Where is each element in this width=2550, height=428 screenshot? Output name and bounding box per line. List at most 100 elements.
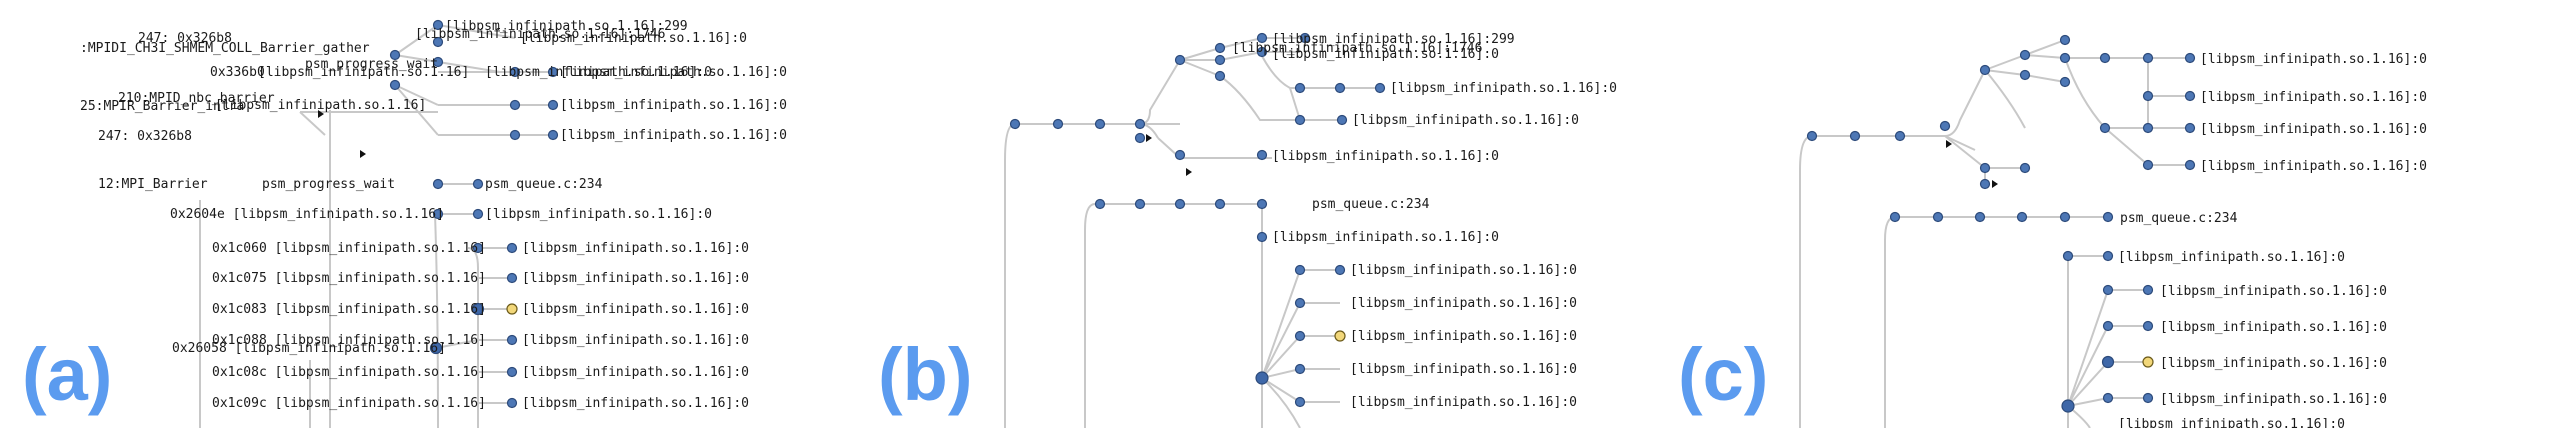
node[interactable] [1094, 118, 1106, 130]
node[interactable] [2019, 69, 2031, 81]
node[interactable] [506, 334, 518, 346]
node[interactable] [506, 242, 518, 254]
node[interactable] [471, 302, 485, 316]
node[interactable] [1256, 149, 1268, 161]
node[interactable] [1294, 330, 1306, 342]
collapse-triangle-icon[interactable] [1146, 134, 1152, 142]
node[interactable] [1294, 297, 1306, 309]
node[interactable] [1806, 130, 1818, 142]
node[interactable] [389, 79, 401, 91]
node[interactable] [1294, 396, 1306, 408]
highlighted-node[interactable] [506, 303, 518, 315]
node[interactable] [2142, 52, 2154, 64]
node[interactable] [2062, 250, 2074, 262]
node[interactable] [432, 208, 444, 220]
node[interactable] [1334, 264, 1346, 276]
node[interactable] [547, 66, 559, 78]
highlighted-node[interactable] [2142, 356, 2154, 368]
collapse-triangle-icon[interactable] [318, 110, 324, 118]
node[interactable] [1849, 130, 1861, 142]
node[interactable] [1256, 32, 1268, 44]
node[interactable] [1294, 264, 1306, 276]
collapse-triangle-icon[interactable] [1992, 180, 1998, 188]
node[interactable] [2102, 392, 2114, 404]
node[interactable] [1214, 54, 1226, 66]
node[interactable] [1214, 70, 1226, 82]
node[interactable] [2142, 159, 2154, 171]
node[interactable] [2142, 320, 2154, 332]
collapse-triangle-icon[interactable] [1186, 168, 1192, 176]
node[interactable] [1134, 198, 1146, 210]
node[interactable] [2061, 399, 2075, 413]
node[interactable] [2184, 159, 2196, 171]
node[interactable] [1009, 118, 1021, 130]
node[interactable] [1294, 363, 1306, 375]
node[interactable] [1894, 130, 1906, 142]
node[interactable] [1174, 198, 1186, 210]
node[interactable] [506, 397, 518, 409]
node[interactable] [2102, 211, 2114, 223]
node[interactable] [1979, 178, 1991, 190]
node[interactable] [429, 341, 443, 355]
node[interactable] [432, 56, 444, 68]
node[interactable] [2059, 52, 2071, 64]
node[interactable] [1294, 82, 1306, 94]
node[interactable] [1974, 211, 1986, 223]
node[interactable] [2142, 90, 2154, 102]
node[interactable] [506, 366, 518, 378]
node[interactable] [2019, 49, 2031, 61]
node[interactable] [1134, 132, 1146, 144]
node[interactable] [2016, 211, 2028, 223]
highlighted-node[interactable] [1334, 330, 1346, 342]
node[interactable] [2099, 122, 2111, 134]
node[interactable] [509, 99, 521, 111]
node[interactable] [1256, 231, 1268, 243]
node[interactable] [1094, 198, 1106, 210]
node[interactable] [1979, 162, 1991, 174]
node[interactable] [2019, 162, 2031, 174]
node[interactable] [2184, 122, 2196, 134]
node[interactable] [2099, 52, 2111, 64]
node[interactable] [2059, 76, 2071, 88]
node[interactable] [432, 36, 444, 48]
node[interactable] [1979, 64, 1991, 76]
node[interactable] [2102, 284, 2114, 296]
node[interactable] [547, 99, 559, 111]
node[interactable] [2142, 122, 2154, 134]
node[interactable] [2059, 34, 2071, 46]
node[interactable] [2142, 284, 2154, 296]
collapse-triangle-icon[interactable] [1946, 140, 1952, 148]
node[interactable] [1336, 114, 1348, 126]
node[interactable] [1174, 149, 1186, 161]
node[interactable] [2184, 52, 2196, 64]
node[interactable] [1256, 46, 1268, 58]
node[interactable] [1174, 54, 1186, 66]
node[interactable] [389, 49, 401, 61]
node[interactable] [1255, 371, 1269, 385]
node[interactable] [1932, 211, 1944, 223]
node[interactable] [1939, 120, 1951, 132]
node[interactable] [432, 19, 444, 31]
node[interactable] [1256, 198, 1268, 210]
node[interactable] [506, 272, 518, 284]
node[interactable] [2102, 250, 2114, 262]
node[interactable] [432, 178, 444, 190]
node[interactable] [1374, 82, 1386, 94]
node[interactable] [2184, 90, 2196, 102]
node[interactable] [509, 129, 521, 141]
node[interactable] [1214, 198, 1226, 210]
node[interactable] [1052, 118, 1064, 130]
node[interactable] [2102, 320, 2114, 332]
collapse-triangle-icon[interactable] [360, 150, 366, 158]
node[interactable] [2101, 355, 2115, 369]
node[interactable] [1334, 82, 1346, 94]
node[interactable] [547, 129, 559, 141]
node[interactable] [2059, 211, 2071, 223]
node[interactable] [1294, 114, 1306, 126]
node[interactable] [472, 242, 484, 254]
node[interactable] [1889, 211, 1901, 223]
node[interactable] [1299, 32, 1311, 44]
node[interactable] [1134, 118, 1146, 130]
node[interactable] [2142, 392, 2154, 404]
node[interactable] [472, 208, 484, 220]
